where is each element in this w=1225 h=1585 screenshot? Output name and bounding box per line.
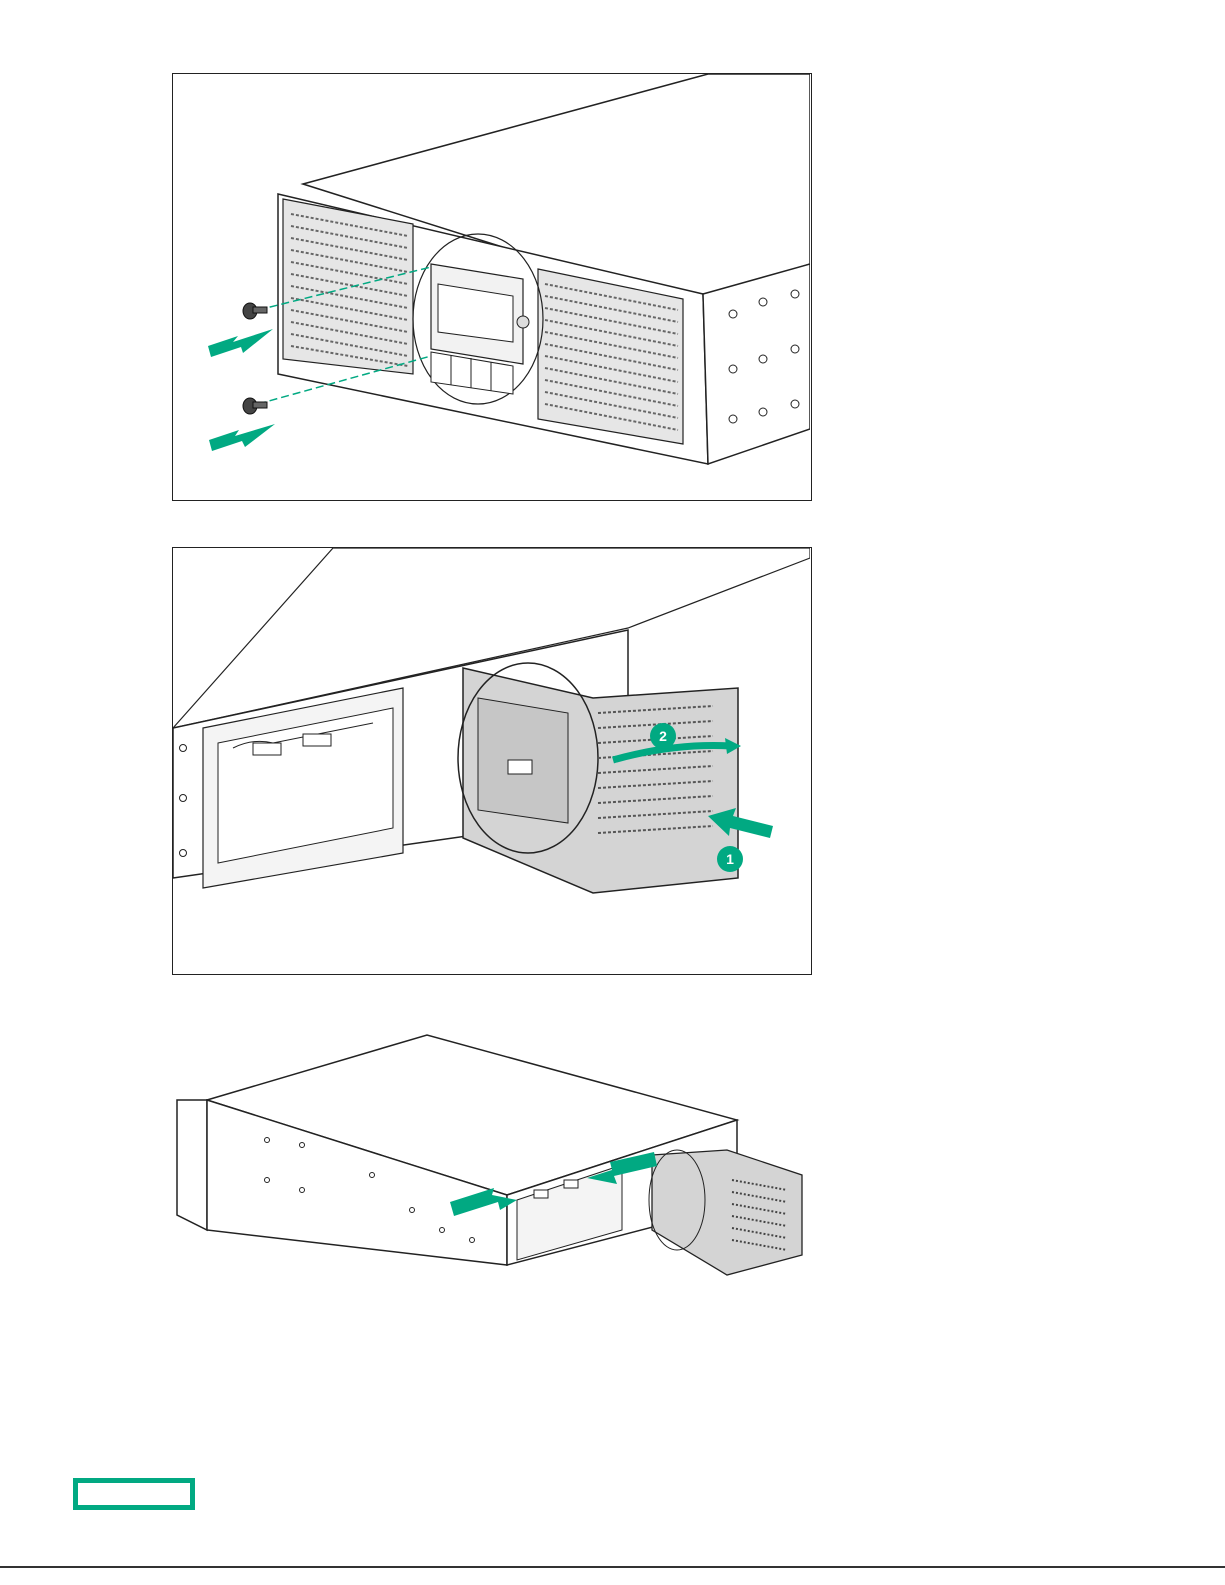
screw-icon bbox=[243, 303, 267, 319]
callout-badge-1: 1 bbox=[717, 846, 743, 872]
open-bezel bbox=[458, 663, 738, 893]
callout-badge-2: 2 bbox=[650, 723, 676, 749]
illustration-open-bezel: 2 1 bbox=[173, 548, 810, 973]
footer-rule bbox=[0, 1566, 1225, 1568]
figure-remove-screws bbox=[172, 73, 812, 501]
hpe-element-logo-icon bbox=[73, 1478, 195, 1510]
svg-text:2: 2 bbox=[659, 728, 667, 744]
open-bezel bbox=[649, 1150, 802, 1275]
pull-arrow-icon bbox=[208, 329, 273, 357]
screw-icon bbox=[243, 398, 267, 414]
figure-connect-battery bbox=[172, 1030, 812, 1280]
svg-text:1: 1 bbox=[726, 851, 734, 867]
illustration-remove-screws bbox=[173, 74, 810, 499]
pull-arrow-icon bbox=[209, 424, 275, 451]
left-vent-grille bbox=[283, 199, 413, 374]
illustration-connect-battery bbox=[172, 1030, 812, 1280]
figure-open-bezel: 2 1 bbox=[172, 547, 812, 975]
right-vent-grille bbox=[538, 269, 683, 444]
